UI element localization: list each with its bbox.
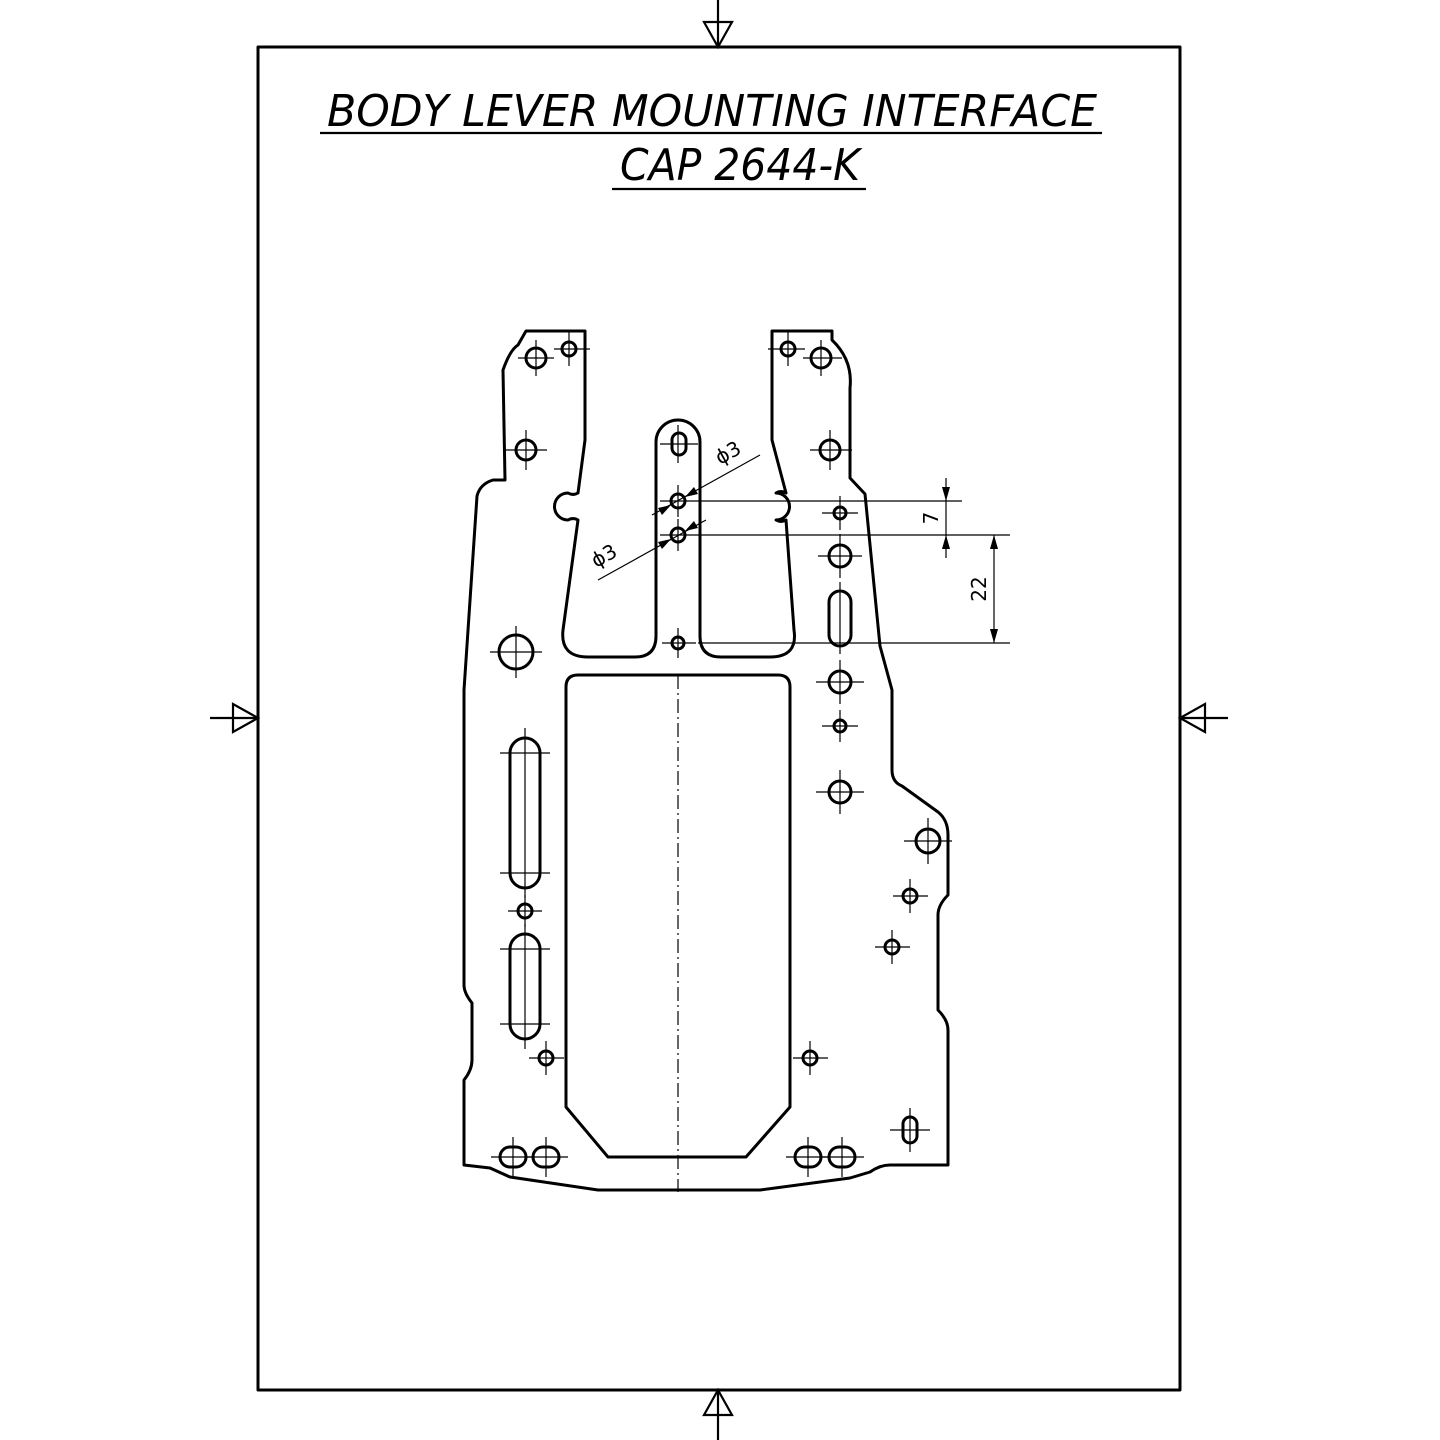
- slot: [524, 1137, 568, 1177]
- dimension-spacing-large: 22: [967, 576, 991, 601]
- hole: [768, 332, 805, 366]
- slot: [500, 728, 550, 898]
- hole: [518, 340, 554, 376]
- hole: [810, 430, 852, 470]
- dimension-arrow: [685, 521, 698, 531]
- hole: [529, 1041, 564, 1075]
- hole-diameter-lower: ϕ3: [587, 539, 621, 573]
- hole: [793, 1041, 828, 1075]
- centering-marks: [210, 0, 1228, 1440]
- centering-mark-left: [210, 702, 261, 734]
- slot: [890, 1108, 930, 1152]
- dimension-arrow: [942, 487, 950, 501]
- hole-diameter-upper: ϕ3: [711, 436, 745, 470]
- hole: [816, 660, 864, 704]
- hole: [893, 879, 928, 913]
- hole: [662, 628, 696, 658]
- slot: [820, 1137, 864, 1177]
- slot: [827, 582, 853, 654]
- hole: [508, 895, 542, 927]
- dimension-arrow: [990, 535, 998, 549]
- hole: [818, 534, 862, 578]
- plate-outline: [462, 329, 950, 1192]
- dimension-arrow: [658, 505, 671, 515]
- central-window-cutout: [564, 673, 792, 1159]
- centering-mark-bottom: [702, 1387, 734, 1440]
- centering-mark-right: [1177, 702, 1228, 734]
- dimension-arrow: [942, 535, 950, 549]
- hole: [904, 818, 952, 864]
- dimension-spacing-small: 7: [919, 512, 943, 525]
- mounting-holes: [490, 332, 952, 1177]
- centering-mark-top: [702, 0, 734, 50]
- hole: [803, 340, 842, 376]
- hole: [816, 770, 864, 814]
- hole: [554, 332, 590, 366]
- hole: [822, 710, 858, 742]
- slot: [660, 425, 698, 463]
- drawing-title: BODY LEVER MOUNTING INTERFACE: [327, 86, 1097, 137]
- dimension-arrow: [685, 487, 698, 497]
- hole: [505, 430, 547, 470]
- dimension-arrow: [658, 539, 671, 549]
- dimensions: 7 22 ϕ3 ϕ3: [587, 436, 1010, 644]
- dimension-arrow: [990, 629, 998, 643]
- hole: [490, 626, 542, 678]
- hole: [875, 930, 910, 964]
- drawing-part-number: CAP 2644-K: [620, 140, 863, 191]
- slot: [500, 924, 550, 1049]
- hole: [822, 496, 858, 530]
